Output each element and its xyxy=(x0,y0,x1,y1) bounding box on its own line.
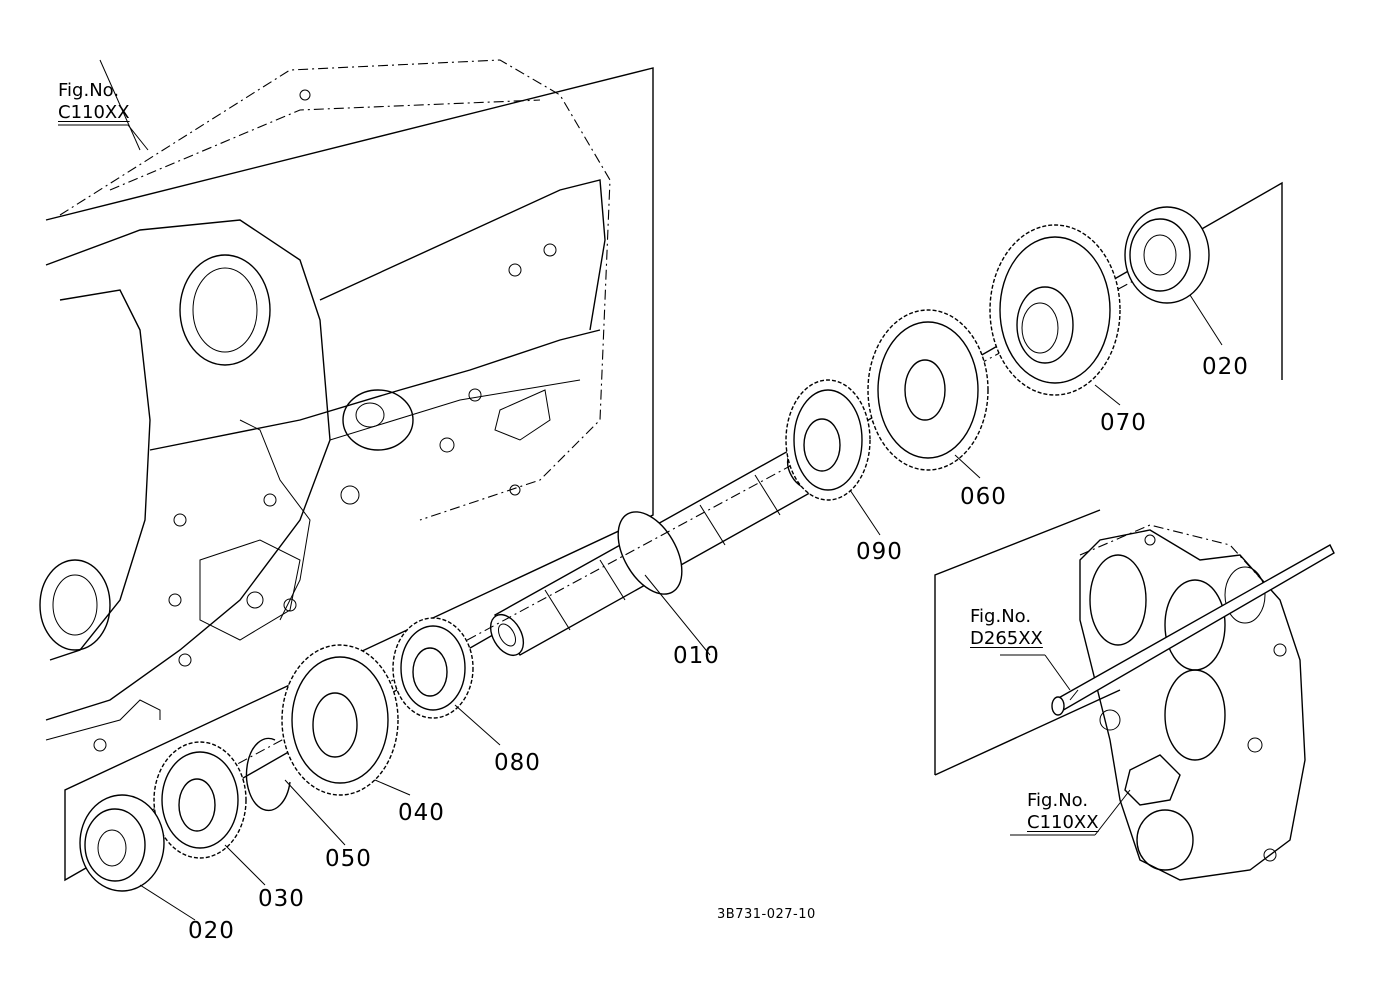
ref-top-left-title: Fig.No. xyxy=(58,80,120,101)
ref-top-left-leader xyxy=(127,124,149,151)
gear-030 xyxy=(153,741,266,886)
gear-040 xyxy=(281,644,411,796)
part-label-040: 040 xyxy=(398,800,445,826)
part-label-020-right: 020 xyxy=(1202,354,1249,380)
snap-ring-050 xyxy=(245,737,346,846)
part-label-080: 080 xyxy=(494,750,541,776)
part-label-060: 060 xyxy=(960,484,1007,510)
part-label-050: 050 xyxy=(325,846,372,872)
bearing-020-left xyxy=(79,794,196,921)
gear-090 xyxy=(785,379,881,536)
ref-top-left-code: C110XX xyxy=(58,102,130,123)
gear-070 xyxy=(989,224,1121,406)
gear-080 xyxy=(392,617,501,746)
part-label-030: 030 xyxy=(258,886,305,912)
part-label-020-left: 020 xyxy=(188,918,235,944)
ref-bottom-right: Fig.No. C110XX xyxy=(1027,790,1099,834)
ref-bottom-right-code: C110XX xyxy=(1027,812,1099,833)
part-label-090: 090 xyxy=(856,539,903,565)
ref-mid-right: Fig.No. D265XX xyxy=(970,606,1043,650)
part-label-010: 010 xyxy=(673,643,720,669)
ref-mid-right-title: Fig.No. xyxy=(970,606,1032,627)
ref-bottom-right-title: Fig.No. xyxy=(1027,790,1089,811)
drawing-number: 3B731-027-10 xyxy=(717,907,816,922)
bearing-020-right xyxy=(1124,206,1223,346)
inset-housing-cover xyxy=(1000,524,1335,881)
transmission-case xyxy=(39,59,611,752)
ref-top-left: Fig.No. C110XX xyxy=(58,80,130,124)
part-label-070: 070 xyxy=(1100,410,1147,436)
ref-mid-right-code: D265XX xyxy=(970,628,1043,649)
assembly-frame-lines xyxy=(45,67,1283,882)
gear-060 xyxy=(867,309,989,479)
